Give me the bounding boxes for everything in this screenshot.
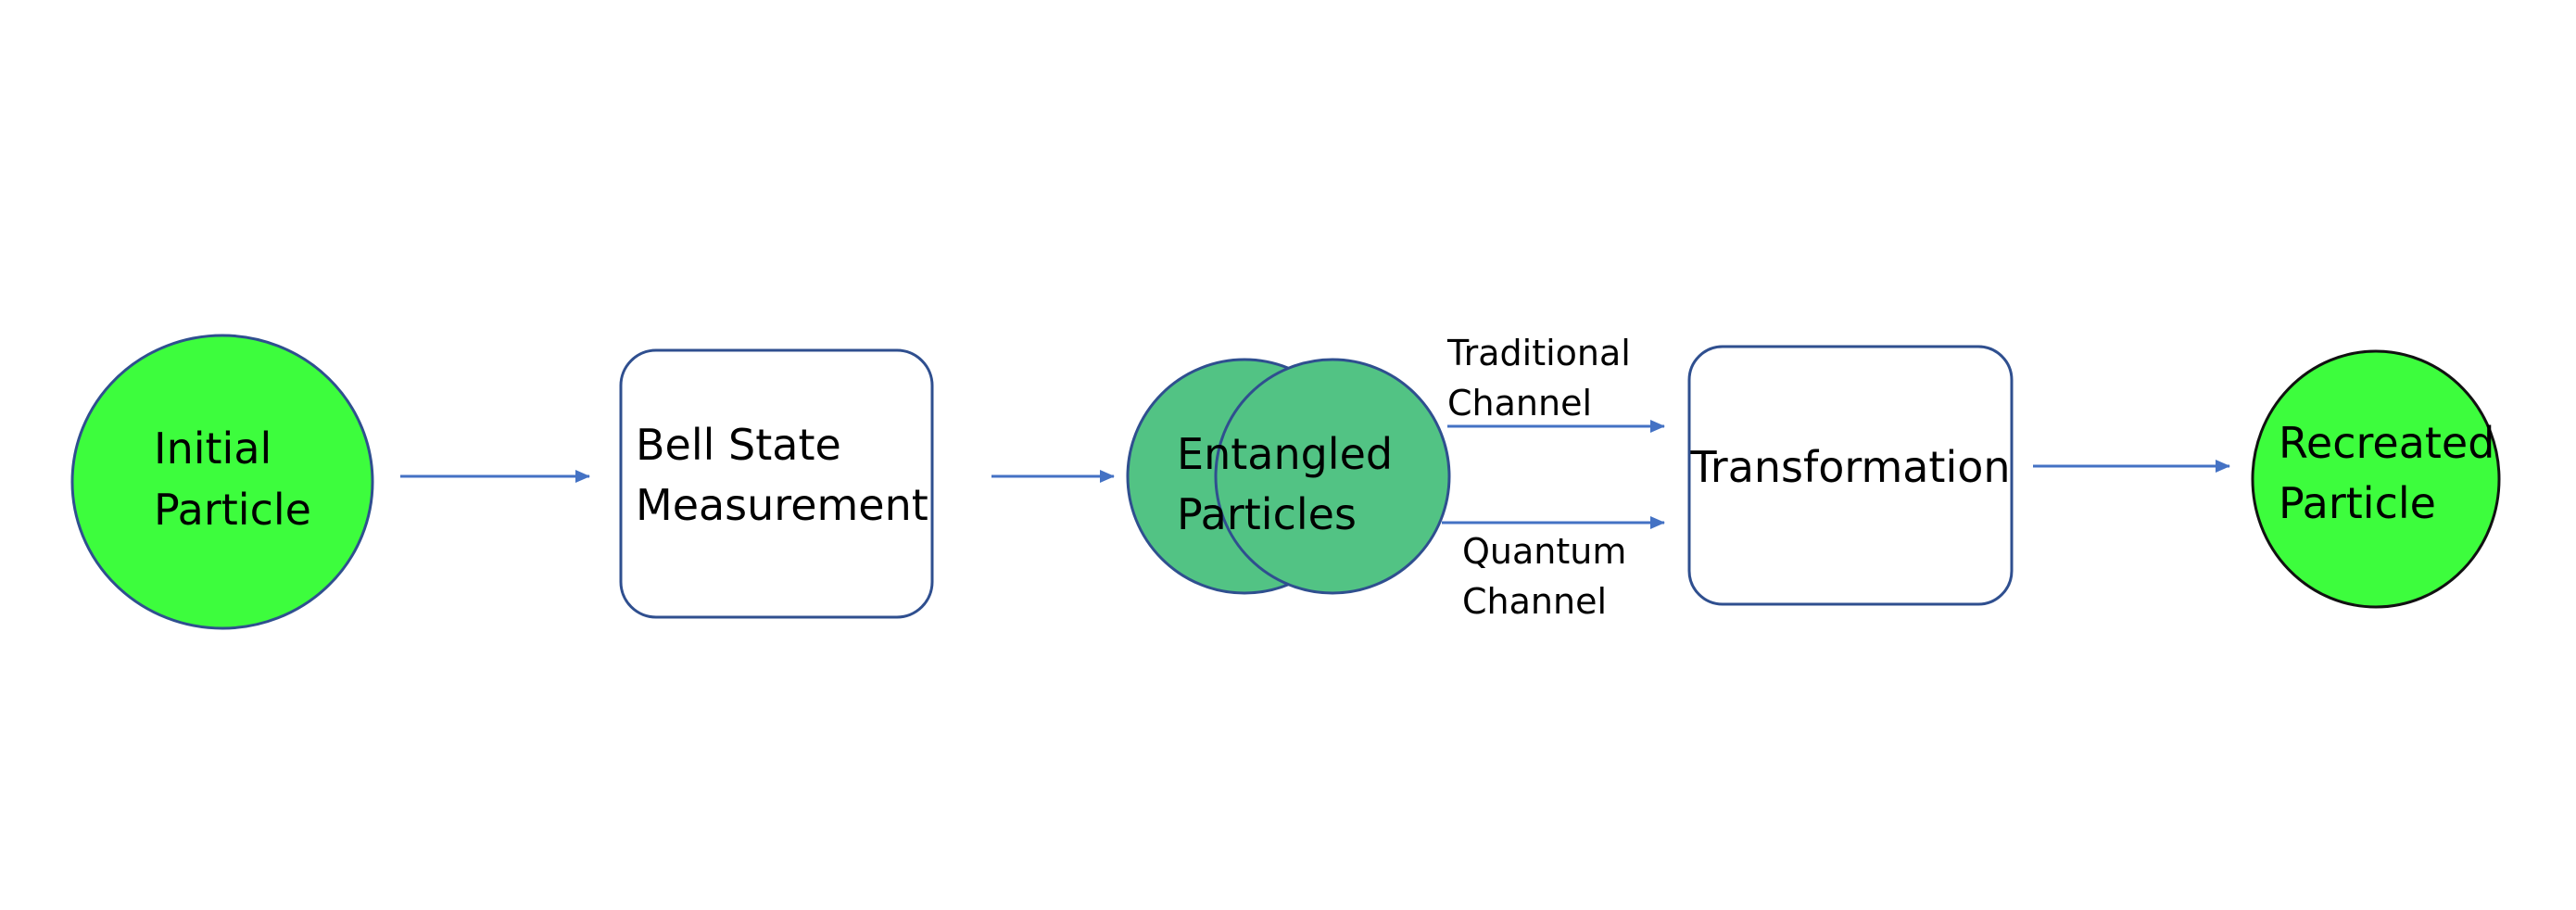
bell-state-node: Bell State Measurement — [619, 348, 934, 619]
initial-particle-label-line2: Particle — [154, 485, 311, 535]
bell-state-box — [619, 348, 934, 619]
recreated-particle-node: Recreated Particle — [2251, 349, 2501, 609]
recreated-particle-circle — [2251, 349, 2501, 609]
initial-particle-circle — [70, 334, 374, 630]
quantum-channel-label-line1: Quantum — [1462, 531, 1626, 572]
transformation-label: Transformation — [1689, 442, 2010, 492]
recreated-particle-label-line1: Recreated — [2279, 418, 2494, 468]
recreated-particle-label-line2: Particle — [2279, 478, 2436, 528]
initial-particle-node: Initial Particle — [70, 334, 374, 630]
entangled-label-line1: Entangled — [1177, 429, 1393, 479]
quantum-channel-edge: Quantum Channel — [1442, 516, 1665, 622]
quantum-channel-label-line2: Channel — [1462, 581, 1607, 622]
traditional-channel-label-line2: Channel — [1447, 383, 1592, 423]
entangled-particle-circle-right — [1214, 358, 1451, 595]
bell-state-label-line1: Bell State — [636, 420, 841, 470]
transformation-box — [1687, 345, 2014, 606]
entangled-particles-node: Entangled Particles — [1126, 358, 1451, 595]
traditional-channel-label-line1: Traditional — [1446, 333, 1631, 373]
traditional-channel-edge: Traditional Channel — [1446, 333, 1665, 433]
initial-particle-label-line1: Initial — [154, 423, 271, 474]
entangled-label-line2: Particles — [1177, 489, 1357, 539]
transformation-node: Transformation — [1687, 345, 2014, 606]
bell-state-label-line2: Measurement — [636, 480, 928, 530]
